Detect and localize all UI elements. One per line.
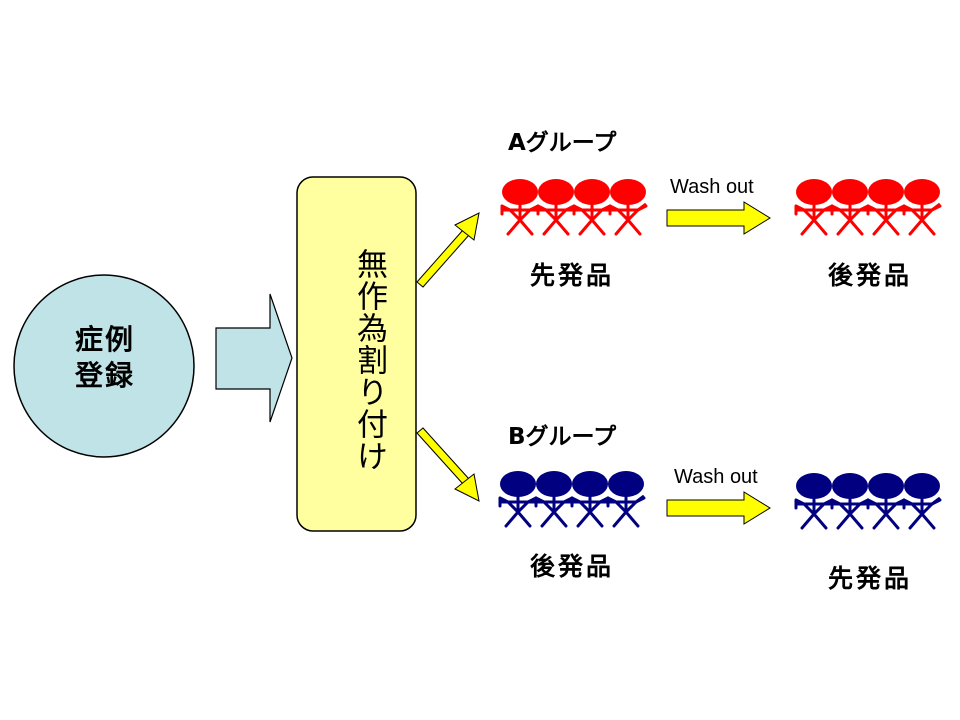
enrollment-circle bbox=[13, 274, 195, 458]
randomization-label: 無作為割り付け bbox=[351, 248, 387, 472]
patient-figure bbox=[498, 471, 538, 528]
patient-figure bbox=[902, 179, 942, 236]
arrow-to-group-a bbox=[416, 212, 480, 288]
washout-arrow-a bbox=[666, 201, 771, 235]
patient-figure bbox=[794, 473, 834, 530]
linked-arms bbox=[500, 494, 645, 515]
group-b-first-drug: 後発品 bbox=[529, 552, 614, 581]
patient-figure bbox=[536, 179, 576, 236]
randomization-box bbox=[296, 176, 417, 532]
group-b-second-drug: 先発品 bbox=[827, 564, 912, 593]
group-a-first-patients bbox=[500, 179, 648, 236]
group-a-second-drug: 後発品 bbox=[827, 261, 912, 290]
patient-figure bbox=[606, 471, 646, 528]
patient-figure bbox=[570, 471, 610, 528]
patient-figure bbox=[866, 473, 906, 530]
patient-figure bbox=[830, 473, 870, 530]
group-b-title: Bグループ bbox=[508, 424, 617, 450]
linked-arms bbox=[796, 496, 941, 517]
patient-figure bbox=[500, 179, 540, 236]
patient-figure bbox=[572, 179, 612, 236]
enroll-to-random-arrow bbox=[215, 293, 293, 423]
group-b-second-patients bbox=[794, 473, 942, 530]
group-b-first-patients bbox=[498, 471, 646, 528]
washout-arrow-b bbox=[666, 491, 771, 525]
enrollment-label: 症例 登録 bbox=[40, 322, 170, 394]
patient-figure bbox=[830, 179, 870, 236]
patient-figure bbox=[902, 473, 942, 530]
patient-figure bbox=[794, 179, 834, 236]
patient-figure bbox=[866, 179, 906, 236]
patient-figure bbox=[608, 179, 648, 236]
arrow-to-group-b bbox=[416, 427, 480, 502]
linked-arms bbox=[796, 202, 941, 223]
group-a-washout-label: Wash out bbox=[670, 176, 754, 198]
enrollment-line-1: 症例 bbox=[74, 323, 135, 356]
linked-arms bbox=[502, 202, 647, 223]
group-b-washout-label: Wash out bbox=[674, 466, 758, 488]
patient-figure bbox=[534, 471, 574, 528]
group-a-title: Aグループ bbox=[508, 130, 617, 156]
group-a-first-drug: 先発品 bbox=[529, 261, 614, 290]
enrollment-line-2: 登録 bbox=[74, 359, 135, 392]
group-a-second-patients bbox=[794, 179, 942, 236]
